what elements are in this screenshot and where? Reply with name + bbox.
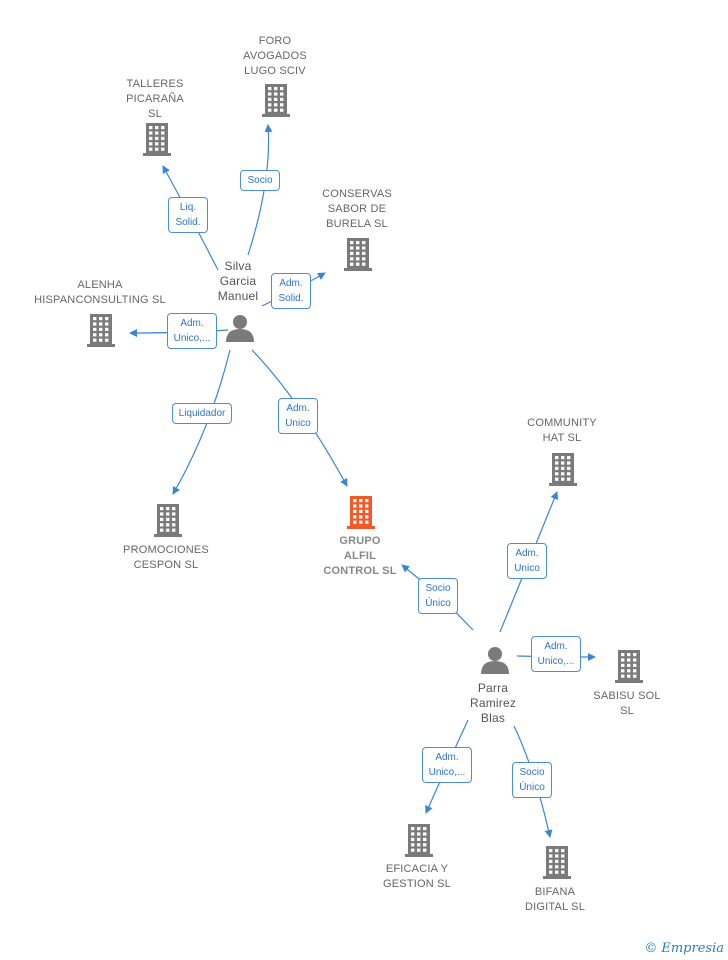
node-label-alenha[interactable]: ALENHA HISPANCONSULTING SL (34, 279, 166, 306)
node-label-conservas[interactable]: CONSERVAS SABOR DE BURELA SL (322, 188, 392, 230)
building-icon-foro[interactable] (262, 84, 290, 117)
building-icon-bifana[interactable] (543, 846, 571, 879)
building-icon-community[interactable] (549, 453, 577, 486)
node-label-parra[interactable]: Parra Ramirez Blas (469, 681, 517, 725)
brand-watermark: ©Empresia (644, 941, 724, 956)
relation-label-silva-promociones[interactable]: Liquidador (171, 402, 233, 424)
building-icon-conservas[interactable] (344, 238, 372, 271)
node-label-community[interactable]: COMMUNITY HAT SL (527, 417, 597, 444)
node-label-promociones[interactable]: PROMOCIONES CESPON SL (123, 544, 209, 571)
building-icon-sabisu[interactable] (615, 650, 643, 683)
relation-label-parra-sabisu[interactable]: Adm. Unico,... (530, 636, 582, 672)
relation-label-silva-conservas[interactable]: Adm. Solid. (271, 273, 311, 309)
relation-label-parra-community[interactable]: Adm. Unico (507, 543, 547, 579)
node-label-grupo[interactable]: GRUPO ALFIL CONTROL SL (323, 535, 397, 577)
copyright-icon: © (644, 941, 658, 956)
node-label-bifana[interactable]: BIFANA DIGITAL SL (524, 886, 586, 913)
building-icon-grupo[interactable] (347, 496, 375, 529)
building-icon-eficacia[interactable] (405, 824, 433, 857)
relation-label-silva-talleres[interactable]: Liq. Solid. (168, 197, 208, 233)
node-label-eficacia[interactable]: EFICACIA Y GESTION SL (382, 863, 452, 890)
relation-label-parra-eficacia[interactable]: Adm. Unico,... (421, 747, 473, 783)
building-icon-alenha[interactable] (87, 314, 115, 347)
person-icon-parra[interactable] (481, 647, 509, 674)
relation-label-parra-grupo[interactable]: Socio Único (418, 578, 458, 614)
brand-name: Empresia (661, 941, 724, 956)
building-icon-talleres[interactable] (143, 123, 171, 156)
node-label-sabisu[interactable]: SABISU SOL SL (593, 690, 661, 717)
relation-label-silva-foro[interactable]: Socio (240, 169, 280, 191)
building-icon-promociones[interactable] (154, 504, 182, 537)
person-icon-silva[interactable] (226, 315, 254, 342)
node-label-talleres[interactable]: TALLERES PICARAÑA SL (126, 78, 184, 120)
relation-label-parra-bifana[interactable]: Socio Único (512, 762, 552, 798)
node-label-foro[interactable]: FORO AVOGADOS LUGO SCIV (243, 35, 307, 77)
relation-label-silva-grupo[interactable]: Adm. Unico (278, 398, 318, 434)
node-label-silva[interactable]: Silva Garcia Manuel (217, 259, 259, 303)
relation-label-silva-alenha[interactable]: Adm. Unico,... (166, 313, 218, 349)
edge-silva-promociones (172, 349, 231, 495)
